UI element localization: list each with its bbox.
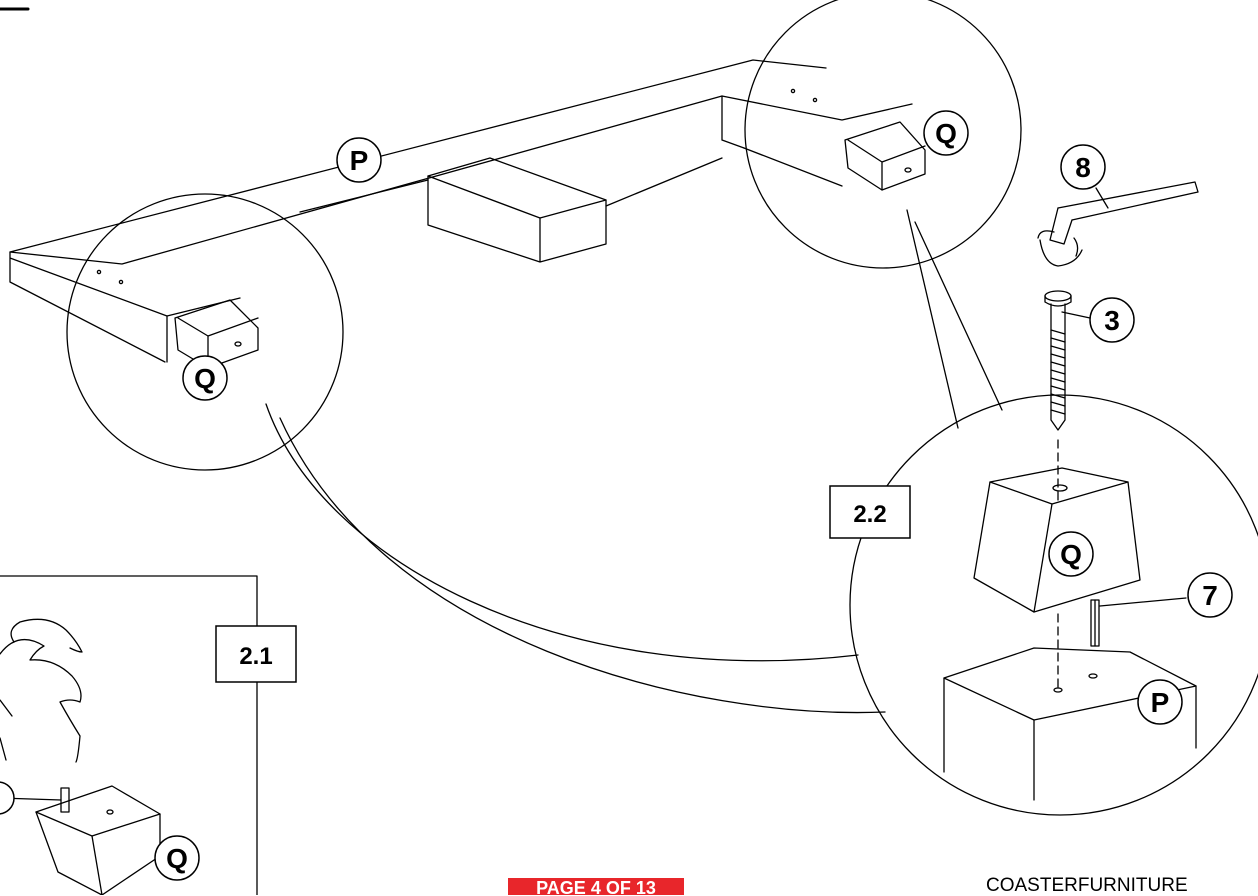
frame-block-p xyxy=(943,647,1197,801)
callout-7-label: 7 xyxy=(1202,580,1218,611)
step-2-2-label: 2.2 xyxy=(853,501,886,528)
callout-p-detail: P xyxy=(1137,679,1183,725)
callout-q-detail: Q xyxy=(1048,531,1094,577)
callout-inset-edge xyxy=(0,781,15,815)
magnifier-right xyxy=(744,0,1022,269)
callout-q-detail-label: Q xyxy=(1060,539,1082,570)
callout-q-inset-label: Q xyxy=(166,843,188,874)
hammer-icon xyxy=(0,618,83,763)
callout-q-right: Q xyxy=(923,110,969,156)
callout-p-frame: P xyxy=(336,137,382,183)
allen-key-icon xyxy=(1037,181,1199,267)
callout-p-detail-label: P xyxy=(1151,687,1170,718)
magnifier-left xyxy=(66,193,344,471)
connector-left-outer xyxy=(279,417,886,714)
callout-8: 8 xyxy=(1060,144,1106,190)
connector-right xyxy=(906,209,1003,429)
brand-footer: COASTERFURNITURE xyxy=(986,876,1188,896)
step-2-1-label: 2.1 xyxy=(239,643,272,670)
callout-8-label: 8 xyxy=(1075,152,1091,183)
callout-p-frame-label: P xyxy=(350,145,369,176)
callout-q-inset: Q xyxy=(154,835,200,881)
step-box-2-1: 2.1 xyxy=(215,625,297,683)
inset-frame xyxy=(0,575,258,895)
dowel-icon xyxy=(1090,599,1100,647)
callout-3-label: 3 xyxy=(1104,305,1120,336)
step-box-2-2: 2.2 xyxy=(829,485,911,539)
bolt-icon xyxy=(1044,290,1072,501)
callout-7: 7 xyxy=(1187,572,1233,618)
detail-circle xyxy=(849,394,1258,816)
frame-rail-p xyxy=(9,59,913,363)
callout-3: 3 xyxy=(1089,297,1135,343)
callout-q-left: Q xyxy=(182,355,228,401)
leg-block-q xyxy=(973,467,1141,613)
page-number-badge: PAGE 4 OF 13 xyxy=(508,878,684,895)
leg-q-left xyxy=(96,269,259,369)
leader-3 xyxy=(1061,311,1091,319)
inset-leg-block xyxy=(35,785,161,895)
leader-8 xyxy=(1095,187,1109,209)
leg-q-right xyxy=(790,88,926,191)
callout-q-right-label: Q xyxy=(935,118,957,149)
connector-left xyxy=(265,403,859,662)
leader-7 xyxy=(1099,597,1187,607)
callout-q-left-label: Q xyxy=(194,363,216,394)
